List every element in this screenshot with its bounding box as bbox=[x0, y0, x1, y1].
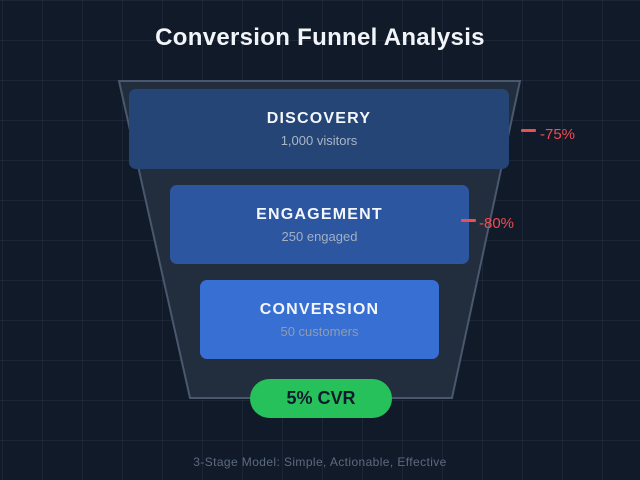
cvr-summary-badge: 5% CVR bbox=[250, 379, 392, 418]
drop-75-dash-line bbox=[521, 129, 536, 132]
stage-engagement-value: 250 engaged bbox=[281, 228, 358, 244]
chart-title: Conversion Funnel Analysis bbox=[155, 24, 485, 51]
funnel-stage-conversion: CONVERSION 50 customers bbox=[200, 280, 439, 359]
funnel-stage-engagement: ENGAGEMENT 250 engaged bbox=[170, 185, 469, 264]
drop-80-dash-line bbox=[461, 219, 476, 222]
stage-discovery-value: 1,000 visitors bbox=[280, 133, 358, 148]
stage-conversion-value: 50 customers bbox=[280, 323, 359, 339]
stage-engagement-label: ENGAGEMENT bbox=[256, 205, 383, 223]
funnel-stage-discovery: DISCOVERY 1,000 visitors bbox=[129, 89, 509, 169]
drop-75-label: -75% bbox=[540, 126, 576, 143]
chart-caption: 3-Stage Model: Simple, Actionable, Effec… bbox=[193, 455, 447, 469]
stage-discovery-label: DISCOVERY bbox=[266, 110, 372, 127]
drop-80-label: -80% bbox=[479, 215, 515, 232]
stage-conversion-label: CONVERSION bbox=[259, 300, 380, 318]
